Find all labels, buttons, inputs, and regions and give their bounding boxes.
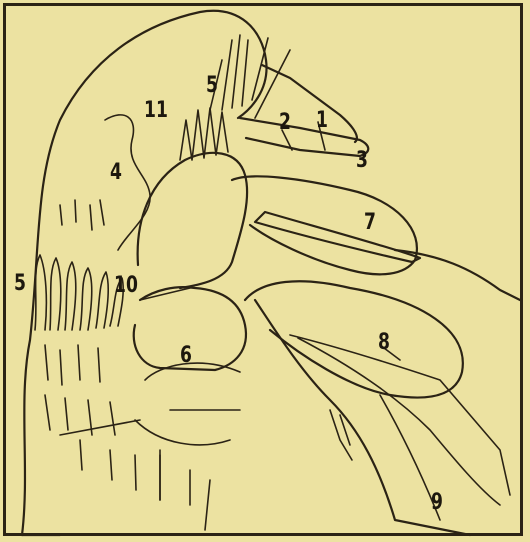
label-10: 10 (114, 275, 138, 297)
label-9: 9 (431, 492, 443, 514)
label-11: 11 (144, 100, 168, 122)
setae-upper (60, 200, 104, 230)
top-spines (210, 35, 290, 118)
label-5-left: 5 (14, 273, 26, 295)
head-capsule-outline (22, 11, 267, 535)
long-ray (395, 250, 520, 300)
label-8: 8 (378, 332, 390, 354)
label-7: 7 (364, 212, 376, 234)
leg-9-inner (330, 410, 352, 460)
appendage-8 (245, 281, 463, 397)
label-6: 6 (180, 345, 192, 367)
setae-lower (45, 345, 115, 435)
label-5-top: 5 (206, 75, 218, 97)
setae-bottom (80, 440, 210, 530)
labium-lower (135, 420, 230, 500)
label-2: 2 (279, 112, 291, 134)
mandible-7 (232, 176, 417, 274)
maxilla-lobe (138, 153, 247, 288)
left-comb-spines (35, 255, 123, 330)
appendage-8-ridge (298, 338, 500, 505)
label-1: 1 (316, 110, 328, 132)
label-3: 3 (356, 150, 368, 172)
mandible-blade (255, 212, 420, 262)
label-4: 4 (110, 162, 122, 184)
maxilla-spines (180, 108, 228, 160)
